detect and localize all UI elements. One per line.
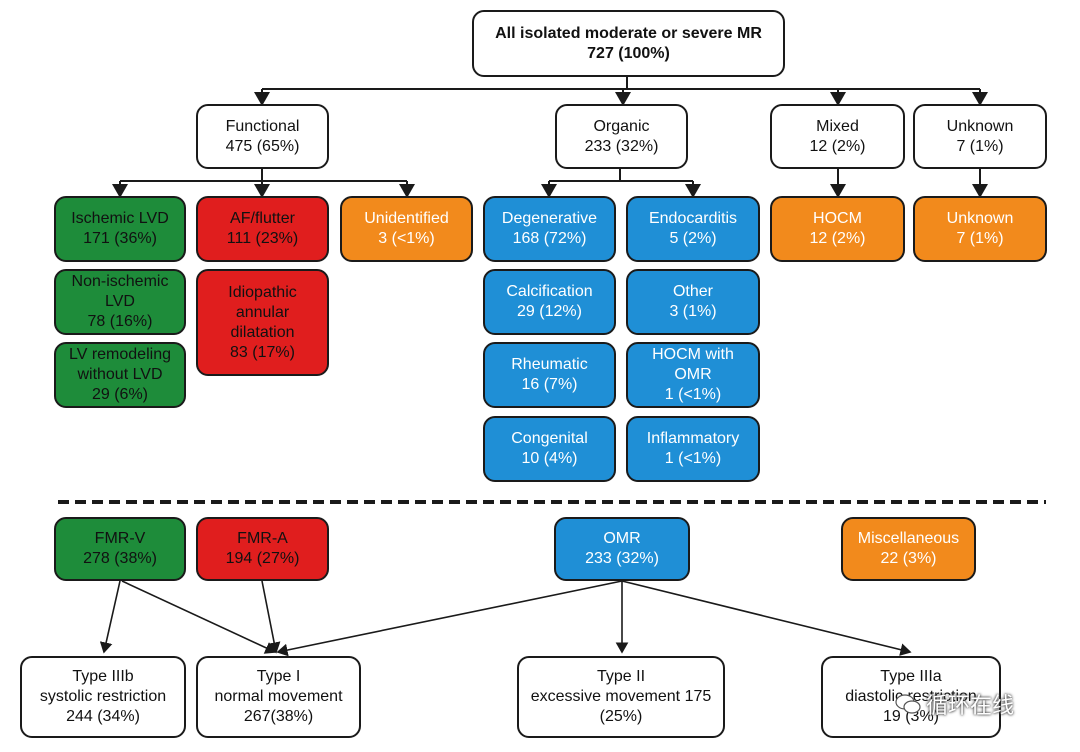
unidentified-count: 3 (<1%) [378, 230, 435, 247]
fmr-v-node: FMR-V 278 (38%) [54, 517, 186, 581]
watermark-text: 循环在线 [926, 694, 1015, 719]
hocm-omr-count: 1 (<1%) [664, 386, 722, 403]
hocm-node: HOCM 12 (2%) [770, 196, 905, 262]
type-i-node: Type I normal movement 267(38%) [196, 656, 361, 738]
inflammatory-label: Inflammatory [646, 430, 740, 447]
organic-label: Organic [593, 117, 650, 135]
fmr-a-label: FMR-A [237, 530, 288, 547]
type-i-label: Type I normal movement [214, 668, 343, 705]
congenital-count: 10 (4%) [521, 450, 578, 467]
type-iiib-node: Type IIIb systolic restriction 244 (34%) [20, 656, 186, 738]
other-label: Other [672, 283, 713, 300]
unidentified-label: Unidentified [364, 210, 449, 227]
calcification-label: Calcification [506, 283, 593, 300]
type-iiib-count: 244 (34%) [66, 708, 140, 725]
omr-count: 233 (32%) [585, 550, 659, 567]
congenital-node: Congenital 10 (4%) [483, 416, 616, 482]
chat-bubbles-icon [895, 694, 921, 714]
mixed-label: Mixed [816, 117, 859, 135]
functional-node: Functional 475 (65%) [196, 104, 329, 169]
lv-remodeling-count: 29 (6%) [91, 386, 149, 403]
miscellaneous-count: 22 (3%) [880, 550, 937, 567]
unknown-count: 7 (1%) [956, 137, 1004, 155]
fmr-a-node: FMR-A 194 (27%) [196, 517, 329, 581]
idiopathic-count: 83 (17%) [230, 343, 295, 361]
unknown-label: Unknown [946, 117, 1014, 135]
degenerative-count: 168 (72%) [512, 230, 587, 247]
fmr-a-count: 194 (27%) [225, 550, 300, 567]
functional-label: Functional [225, 117, 300, 135]
arrow-fmrv-to-type-i [121, 580, 277, 654]
lv-remodeling-label: LV remodeling without LVD [69, 346, 171, 383]
type-ii-label: Type II excessive movement 175 [530, 668, 712, 705]
congenital-label: Congenital [511, 430, 588, 447]
inflammatory-count: 1 (<1%) [664, 450, 722, 467]
non-ischemic-lvd-node: Non-ischemic LVD 78 (16%) [54, 269, 186, 335]
lv-remodeling-node: LV remodeling without LVD 29 (6%) [54, 342, 186, 408]
functional-count: 475 (65%) [225, 137, 300, 155]
hocm-label: HOCM [813, 210, 862, 227]
af-flutter-label: AF/flutter [230, 210, 295, 227]
arrow-fmra-to-type-i [261, 580, 281, 654]
ischemic-lvd-label: Ischemic LVD [71, 210, 169, 227]
idiopathic-label: Idiopathic annular dilatation [228, 283, 297, 341]
organic-node: Organic 233 (32%) [555, 104, 688, 169]
type-i-count: 267(38%) [243, 708, 314, 725]
endocarditis-count: 5 (2%) [669, 230, 717, 247]
unknown-sub-count: 7 (1%) [956, 230, 1004, 247]
root-count: 727 (100%) [587, 44, 670, 62]
omr-label: OMR [603, 530, 641, 547]
arrow-omr-to-type-iiia [621, 580, 912, 656]
idiopathic-annular-dilatation-node: Idiopathic annular dilatation 83 (17%) [196, 269, 329, 376]
unidentified-node: Unidentified 3 (<1%) [340, 196, 473, 262]
unknown-node: Unknown 7 (1%) [913, 104, 1047, 169]
mixed-count: 12 (2%) [809, 137, 866, 155]
root-node: All isolated moderate or severe MR 727 (… [472, 10, 785, 77]
af-flutter-count: 111 (23%) [226, 230, 299, 247]
watermark: 循环在线 [894, 686, 1064, 722]
arrow-fmrv-to-type-iiib [99, 580, 121, 654]
ischemic-lvd-count: 171 (36%) [83, 230, 157, 247]
af-flutter-node: AF/flutter 111 (23%) [196, 196, 329, 262]
hocm-omr-label: HOCM with OMR [652, 346, 734, 383]
rheumatic-node: Rheumatic 16 (7%) [483, 342, 616, 408]
calcification-count: 29 (12%) [517, 303, 582, 320]
type-iiia-label: Type IIIa diastolic restriction [845, 668, 977, 705]
type-ii-count: (25%) [599, 708, 643, 725]
other-count: 3 (1%) [669, 303, 717, 320]
type-iiib-label: Type IIIb systolic restriction [39, 668, 167, 705]
endocarditis-label: Endocarditis [648, 210, 738, 227]
miscellaneous-node: Miscellaneous 22 (3%) [841, 517, 976, 581]
inflammatory-node: Inflammatory 1 (<1%) [626, 416, 760, 482]
endocarditis-node: Endocarditis 5 (2%) [626, 196, 760, 262]
fmr-v-label: FMR-V [94, 530, 146, 547]
non-ischemic-lvd-count: 78 (16%) [87, 313, 153, 330]
hocm-count: 12 (2%) [809, 230, 866, 247]
degenerative-node: Degenerative 168 (72%) [483, 196, 616, 262]
other-node: Other 3 (1%) [626, 269, 760, 335]
rheumatic-count: 16 (7%) [521, 376, 578, 393]
organic-count: 233 (32%) [584, 137, 659, 155]
fmr-v-count: 278 (38%) [83, 550, 157, 567]
arrow-omr-to-type-i [276, 580, 623, 657]
mixed-node: Mixed 12 (2%) [770, 104, 905, 169]
rheumatic-label: Rheumatic [511, 356, 588, 373]
omr-node: OMR 233 (32%) [554, 517, 690, 581]
miscellaneous-label: Miscellaneous [857, 530, 960, 547]
degenerative-label: Degenerative [501, 210, 598, 227]
non-ischemic-lvd-label: Non-ischemic LVD [71, 273, 169, 310]
type-ii-node: Type II excessive movement 175 (25%) [517, 656, 725, 738]
ischemic-lvd-node: Ischemic LVD 171 (36%) [54, 196, 186, 262]
root-title: All isolated moderate or severe MR [495, 24, 762, 42]
unknown-sub-label: Unknown [946, 210, 1014, 227]
unknown-sub-node: Unknown 7 (1%) [913, 196, 1047, 262]
calcification-node: Calcification 29 (12%) [483, 269, 616, 335]
hocm-with-omr-node: HOCM with OMR 1 (<1%) [626, 342, 760, 408]
